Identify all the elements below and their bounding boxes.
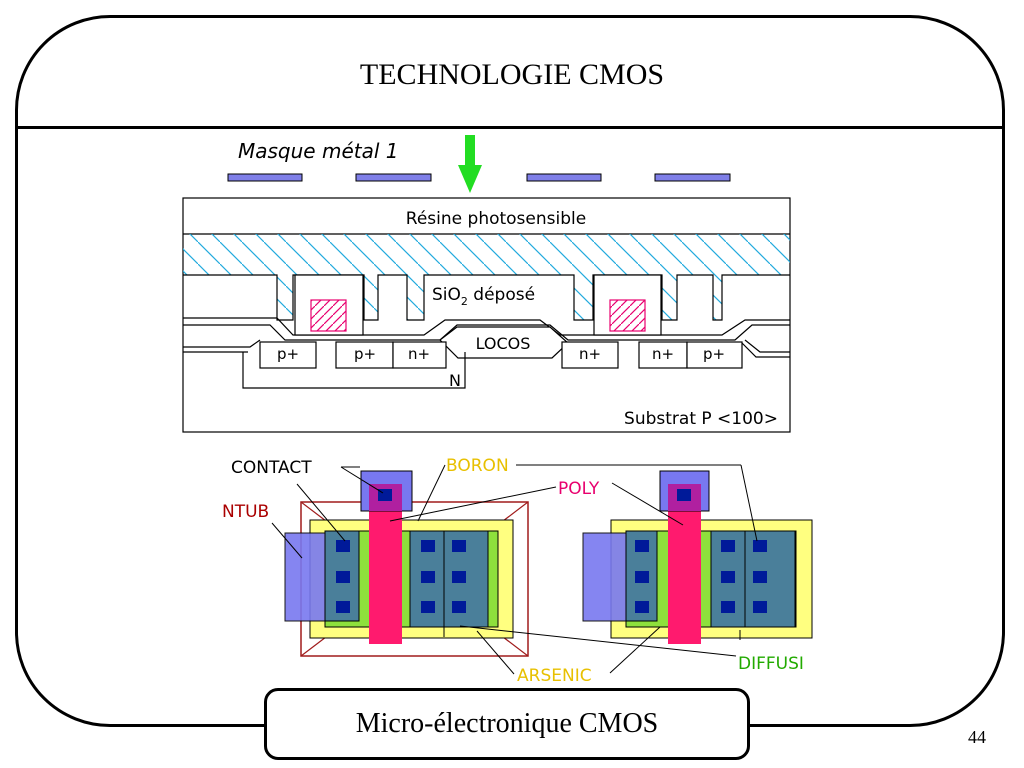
diffusion-label: p+ — [354, 345, 376, 363]
diffusion-p-plus — [259, 341, 317, 369]
n-well-label: N — [449, 371, 461, 390]
mask-label: Masque métal 1 — [238, 139, 399, 163]
diffusion-n-plus — [392, 341, 447, 369]
contact — [336, 571, 350, 583]
legend-contact: CONTACT — [231, 458, 312, 478]
diffusion-label: p+ — [277, 345, 299, 363]
contact — [635, 601, 649, 613]
legend-arsenic: ARSENIC — [517, 666, 592, 686]
contact — [336, 540, 350, 552]
legend-ntub: NTUB — [222, 502, 269, 522]
contact — [721, 540, 735, 552]
contact — [452, 601, 466, 613]
poly-gate — [609, 299, 646, 332]
exposure-arrow — [458, 135, 482, 193]
footer-title: Micro-électronique CMOS — [264, 688, 750, 760]
diffusion-label: p+ — [703, 345, 725, 363]
mask-segment — [227, 173, 303, 182]
gate-pmos — [294, 274, 364, 336]
contact — [721, 571, 735, 583]
contact — [753, 601, 767, 613]
legend-diffusion: DIFFUSI — [738, 654, 804, 674]
cross-section: Résine photosensible LOCOS N — [182, 197, 791, 433]
gate-nmos — [593, 274, 662, 336]
substrate-label: Substrat P <100> — [624, 409, 778, 429]
legend-boron: BORON — [446, 456, 509, 476]
diffusion-regions: p+ p+ n+ n+ n+ p+ — [259, 341, 743, 369]
contact — [452, 540, 466, 552]
title-divider — [15, 126, 1005, 129]
diffusion-p-plus — [686, 341, 743, 369]
resist-label: Résine photosensible — [406, 209, 586, 229]
footer-text: Micro-électronique CMOS — [355, 708, 659, 739]
diffusion-label: n+ — [579, 345, 601, 363]
locos-label: LOCOS — [476, 334, 531, 353]
contact — [635, 540, 649, 552]
contact — [421, 540, 435, 552]
layout-nmos — [582, 470, 813, 644]
mask-segment — [526, 173, 602, 182]
metal-mask — [227, 173, 731, 182]
contact — [452, 571, 466, 583]
diffusion-label: n+ — [408, 345, 430, 363]
legend-poly: POLY — [558, 479, 600, 499]
legend: CONTACT BORON POLY NTUB ARSENIC DIFFUSI — [222, 456, 804, 686]
diffusion-n-plus — [561, 341, 619, 369]
contact — [753, 571, 767, 583]
contact — [635, 571, 649, 583]
contact — [721, 601, 735, 613]
layout-pmos — [284, 470, 529, 657]
contact — [677, 489, 691, 501]
contact — [421, 601, 435, 613]
cross-section-frame — [182, 197, 791, 433]
mask-segment — [355, 173, 432, 182]
poly-gate — [310, 299, 347, 332]
mask-segment — [654, 173, 731, 182]
diffusion-label: n+ — [652, 345, 674, 363]
contact — [336, 601, 350, 613]
diffusion-p-plus — [335, 341, 394, 369]
contact — [753, 540, 767, 552]
contact — [421, 571, 435, 583]
oxide-label: SiO2 déposé — [432, 285, 535, 308]
slide-title: TECHNOLOGIE CMOS — [359, 58, 665, 91]
page-number: 44 — [968, 727, 986, 747]
n-well — [242, 352, 466, 389]
